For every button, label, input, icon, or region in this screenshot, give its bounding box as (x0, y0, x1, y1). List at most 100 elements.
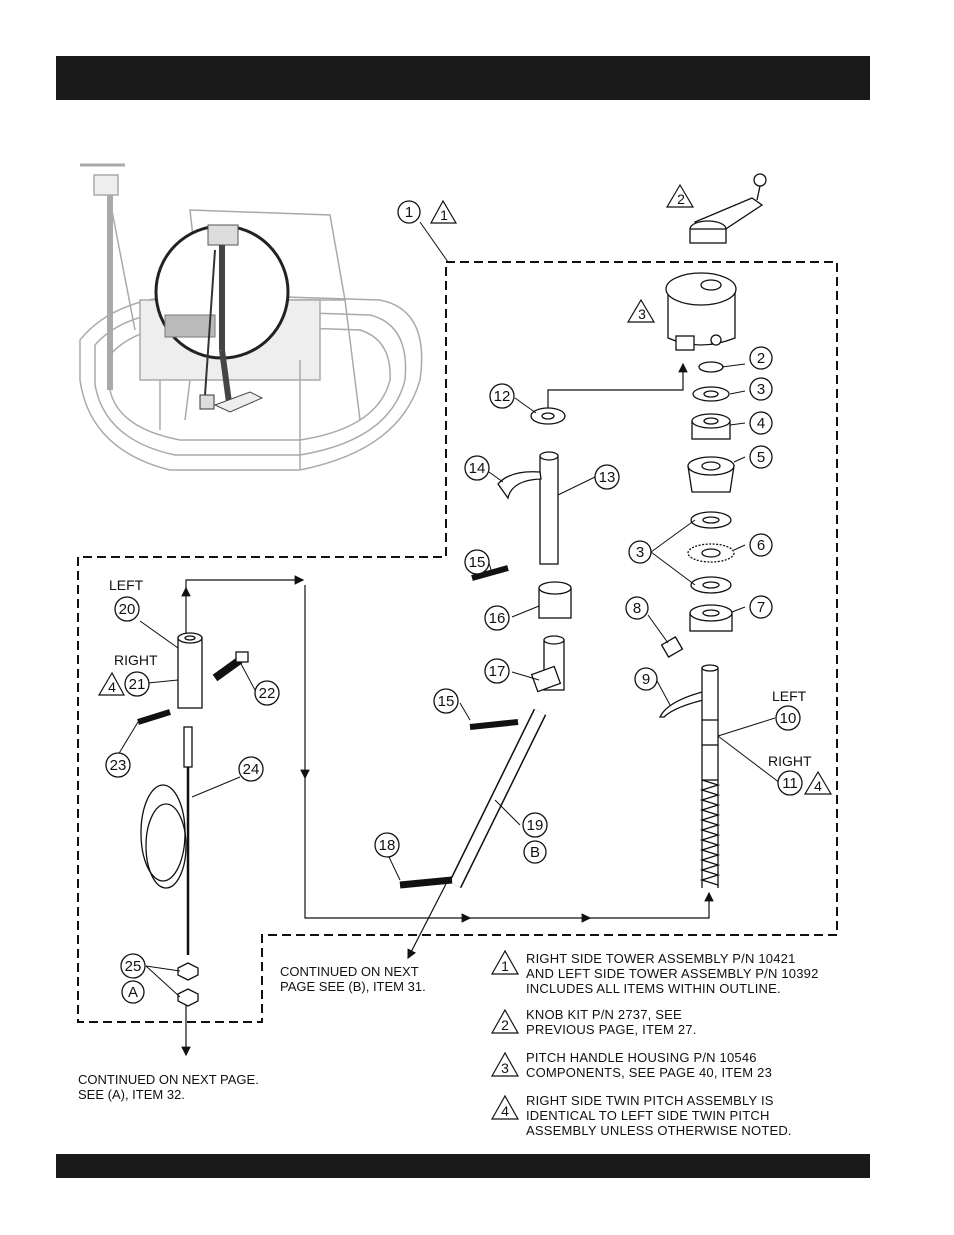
callout-21: 21 (124, 671, 150, 697)
svg-text:4: 4 (108, 679, 116, 695)
tower-assembly-outline (77, 261, 838, 1023)
left-side-parts (137, 632, 249, 1007)
svg-text:11: 11 (782, 775, 798, 792)
callout-3b: 3 (628, 540, 652, 564)
svg-text:B: B (530, 844, 540, 861)
callout-20: 20 (114, 596, 140, 622)
callout-A: A (121, 980, 145, 1004)
label-left-a: LEFT (109, 577, 144, 593)
callout-19: 19 (522, 812, 548, 838)
triangle-note-2: 2 (665, 183, 695, 208)
callout-15a: 15 (464, 549, 490, 575)
callout-23: 23 (105, 752, 131, 778)
svg-text:5: 5 (757, 449, 765, 466)
outline-leader (419, 221, 449, 263)
callout-5: 5 (749, 445, 773, 469)
svg-text:A: A (128, 984, 138, 1001)
callout-11: 11 (777, 770, 803, 796)
svg-text:3: 3 (636, 544, 644, 561)
knob-handle-part (689, 173, 767, 244)
svg-text:15: 15 (438, 693, 455, 710)
legend-triangle-3: 3 (490, 1051, 520, 1077)
legend-triangle-2: 2 (490, 1008, 520, 1034)
svg-text:2: 2 (757, 350, 765, 367)
svg-text:15: 15 (469, 554, 486, 571)
svg-text:19: 19 (527, 817, 544, 834)
bearing-stack-parts (658, 361, 735, 718)
svg-text:1: 1 (501, 958, 509, 974)
callout-9: 9 (634, 667, 658, 691)
svg-text:2: 2 (677, 191, 685, 207)
note-text-1: RIGHT SIDE TOWER ASSEMBLY P/N 10421 AND … (526, 951, 819, 996)
svg-text:4: 4 (757, 415, 765, 432)
svg-text:20: 20 (119, 601, 136, 618)
svg-text:16: 16 (489, 610, 506, 627)
callout-15b: 15 (433, 688, 459, 714)
svg-text:4: 4 (814, 778, 822, 794)
callout-4: 4 (749, 411, 773, 435)
note-text-2: KNOB KIT P/N 2737, SEE PREVIOUS PAGE, IT… (526, 1007, 697, 1037)
triangle-note-1: 1 (429, 199, 458, 224)
svg-text:23: 23 (110, 757, 127, 774)
leader-lines (117, 363, 781, 998)
callout-13: 13 (594, 464, 620, 490)
svg-text:1: 1 (440, 207, 448, 223)
callout-14: 14 (464, 455, 490, 481)
header-bar (56, 56, 870, 100)
note-text-3: PITCH HANDLE HOUSING P/N 10546 COMPONENT… (526, 1050, 772, 1080)
svg-text:14: 14 (469, 460, 486, 477)
svg-text:7: 7 (757, 599, 765, 616)
callout-18: 18 (374, 832, 400, 858)
callout-3: 3 (749, 377, 773, 401)
label-right-a: RIGHT (114, 652, 158, 668)
callout-12: 12 (489, 383, 515, 409)
callout-22: 22 (254, 680, 280, 706)
svg-text:18: 18 (379, 837, 396, 854)
svg-text:1: 1 (405, 204, 413, 221)
svg-text:13: 13 (599, 469, 616, 486)
callout-1: 1 (397, 200, 421, 224)
triangle-note-4b: 4 (803, 770, 833, 795)
footer-bar (56, 1154, 870, 1178)
pitch-handle-housing-part (665, 272, 737, 351)
svg-text:10: 10 (780, 710, 797, 727)
lead-screw-part (699, 664, 721, 888)
svg-text:8: 8 (633, 600, 641, 617)
callout-2: 2 (749, 346, 773, 370)
note-text-4: RIGHT SIDE TWIN PITCH ASSEMBLY IS IDENTI… (526, 1093, 792, 1138)
label-right-b: RIGHT (768, 753, 812, 769)
svg-text:21: 21 (129, 676, 146, 693)
detail-magnifier-circle (154, 224, 290, 413)
callout-7: 7 (749, 595, 773, 619)
svg-text:3: 3 (757, 381, 765, 398)
label-left-b: LEFT (772, 688, 807, 704)
callout-6: 6 (749, 533, 773, 557)
svg-text:12: 12 (494, 388, 511, 405)
callout-B: B (523, 840, 547, 864)
legend-triangle-4: 4 (490, 1094, 520, 1120)
continued-note-a: CONTINUED ON NEXT PAGE. SEE (A), ITEM 32… (78, 1072, 259, 1102)
svg-text:2: 2 (501, 1017, 509, 1033)
callout-17: 17 (484, 658, 510, 684)
svg-text:6: 6 (757, 537, 765, 554)
svg-text:3: 3 (501, 1060, 509, 1076)
callout-24: 24 (238, 756, 264, 782)
svg-text:3: 3 (638, 306, 646, 322)
triangle-note-3: 3 (626, 298, 656, 323)
callout-8: 8 (625, 596, 649, 620)
svg-text:25: 25 (125, 958, 142, 975)
center-shaft-parts (399, 407, 572, 889)
svg-text:9: 9 (642, 671, 650, 688)
svg-text:4: 4 (501, 1103, 509, 1119)
callout-25: 25 (120, 953, 146, 979)
svg-text:24: 24 (243, 761, 260, 778)
svg-text:17: 17 (489, 663, 506, 680)
triangle-note-4a: 4 (97, 671, 126, 696)
callout-16: 16 (484, 605, 510, 631)
legend-triangle-1: 1 (490, 949, 520, 975)
continued-note-b: CONTINUED ON NEXT PAGE SEE (B), ITEM 31. (280, 964, 426, 994)
callout-10: 10 (775, 705, 801, 731)
assembly-flow-lines (181, 362, 714, 1057)
svg-text:22: 22 (259, 685, 276, 702)
